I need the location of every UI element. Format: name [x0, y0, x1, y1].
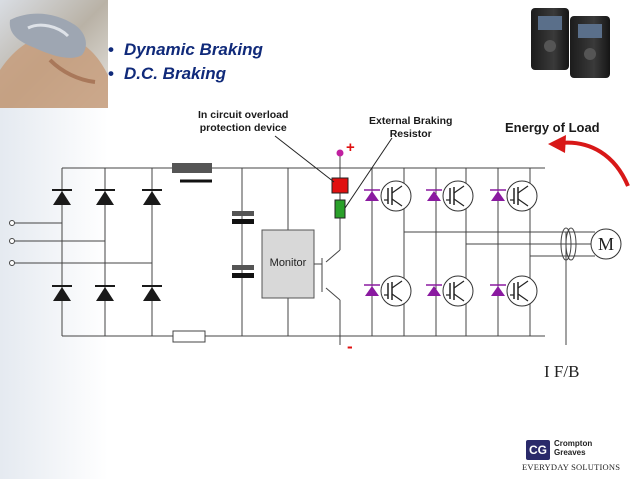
igbt-3: [506, 180, 538, 212]
diode-4: [52, 285, 72, 301]
bullet-dc-braking: •D.C. Braking: [108, 64, 226, 83]
freewheel-diode-3: [490, 189, 506, 201]
igbt-1: [380, 180, 412, 212]
freewheel-diode-2: [426, 189, 442, 201]
minus-terminal-label: -: [347, 337, 353, 356]
diode-3: [142, 189, 162, 205]
igbt-5: [442, 275, 474, 307]
energy-arrow: [559, 140, 630, 187]
logo-tagline: EVERYDAY SOLUTIONS: [522, 462, 621, 472]
dc-choke: [172, 163, 212, 173]
motor-label: M: [597, 234, 614, 254]
diode-1: [52, 189, 72, 205]
freewheel-diode-6: [490, 284, 506, 296]
precharge-resistor: [172, 330, 206, 343]
monitor-box: [261, 229, 315, 299]
logo-name: Crompton Greaves: [554, 439, 593, 457]
logo-mark: CG: [526, 440, 550, 460]
energy-arrow-head: [548, 135, 566, 153]
overload-device-label: In circuit overload protection device: [198, 109, 289, 134]
dc-link-capacitors: [232, 211, 254, 278]
company-logo: CG Crompton Greaves EVERYDAY SOLUTIONS: [520, 438, 624, 472]
bullet-list: •Dynamic Braking •D.C. Braking: [108, 38, 263, 86]
resistor-callout-line: [344, 137, 393, 209]
freewheel-diode-1: [364, 189, 380, 201]
igbt-2: [442, 180, 474, 212]
energy-of-load-label: Energy of Load: [505, 120, 600, 135]
braking-resistor-label: External Braking Resistor: [369, 115, 453, 140]
igbt-bridge: [364, 180, 538, 307]
motor-symbol: [590, 228, 622, 260]
current-feedback-label: I F/B: [544, 362, 580, 381]
diode-6: [142, 285, 162, 301]
positive-terminal: [336, 149, 344, 157]
monitor-label: Monitor: [269, 257, 307, 269]
igbt-4: [380, 275, 412, 307]
ac-input-terminals: [9, 220, 15, 266]
freewheel-diode-4: [364, 284, 380, 296]
rectifier-diodes: [52, 189, 162, 301]
drive-units-photo: [531, 8, 610, 78]
hands-photo: [0, 0, 108, 108]
overload-protection-device: [331, 177, 349, 194]
braking-resistor: [334, 199, 346, 219]
freewheel-diode-5: [426, 284, 442, 296]
diode-2: [95, 189, 115, 205]
current-sensors: [560, 227, 577, 261]
diode-5: [95, 285, 115, 301]
overload-callout-line: [274, 135, 335, 183]
plus-terminal-label: +: [346, 139, 355, 156]
bullet-dynamic-braking: •Dynamic Braking: [108, 40, 263, 59]
igbt-6: [506, 275, 538, 307]
